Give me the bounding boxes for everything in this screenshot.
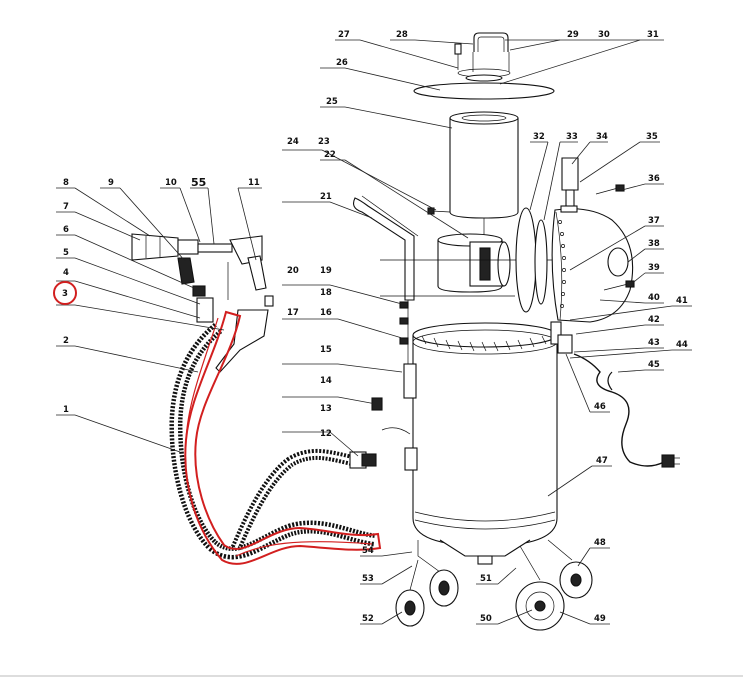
callout-52: 52 [362,614,374,624]
callout-2: 2 [63,336,69,346]
callout-39: 39 [648,263,660,273]
callout-35: 35 [646,132,658,142]
callout-44: 44 [676,340,688,350]
callout-3: 3 [62,289,68,299]
callout-40: 40 [648,293,660,303]
casters [395,539,593,631]
callout-23: 23 [318,137,330,147]
callout-24: 24 [287,137,299,147]
callout-26: 26 [336,58,348,68]
coiled-hose [169,322,376,560]
leader-lines [56,39,692,625]
suction-hose [230,447,418,551]
callout-16: 16 [320,308,332,318]
callout-47: 47 [596,456,608,466]
callout-17: 17 [287,308,299,318]
callout-5: 5 [63,248,69,258]
callout-15: 15 [320,345,332,355]
callout-42: 42 [648,315,660,325]
callout-numbers: 1 2 3 4 5 6 7 8 9 10 55 11 12 13 14 15 1… [62,30,688,624]
callout-8: 8 [63,178,69,188]
callout-31: 31 [647,30,659,40]
highlight-circle [53,281,77,305]
callout-4: 4 [63,268,69,278]
callout-22: 22 [324,150,336,160]
power-cord [573,353,680,468]
callout-48: 48 [594,538,606,548]
callout-50: 50 [480,614,492,624]
callout-43: 43 [648,338,660,348]
callout-19: 19 [320,266,332,276]
callout-9: 9 [108,178,114,188]
callout-10: 10 [165,178,177,188]
callout-32: 32 [533,132,545,142]
callout-38: 38 [648,239,660,249]
callout-18: 18 [320,288,332,298]
callout-55: 55 [191,176,206,189]
callout-20: 20 [287,266,299,276]
callout-27: 27 [338,30,350,40]
callout-46: 46 [594,402,606,412]
callout-45: 45 [648,360,660,370]
callout-51: 51 [480,574,492,584]
highlighted-hose-part-3 [184,310,382,565]
callout-25: 25 [326,97,338,107]
callout-12: 12 [320,429,332,439]
callout-6: 6 [63,225,69,235]
callout-11: 11 [248,178,260,188]
callout-28: 28 [396,30,408,40]
callout-30: 30 [598,30,610,40]
callout-41: 41 [676,296,688,306]
callout-36: 36 [648,174,660,184]
callout-7: 7 [63,202,69,212]
callout-34: 34 [596,132,608,142]
callout-37: 37 [648,216,660,226]
callout-33: 33 [566,132,578,142]
callout-54: 54 [362,546,374,556]
callout-1: 1 [63,405,69,415]
side-fittings [371,300,417,435]
upper-assembly [353,32,635,323]
callout-14: 14 [320,376,332,386]
callout-49: 49 [594,614,606,624]
callout-21: 21 [320,192,332,202]
tank-body [412,321,573,565]
callout-53: 53 [362,574,374,584]
callout-13: 13 [320,404,332,414]
callout-29: 29 [567,30,579,40]
